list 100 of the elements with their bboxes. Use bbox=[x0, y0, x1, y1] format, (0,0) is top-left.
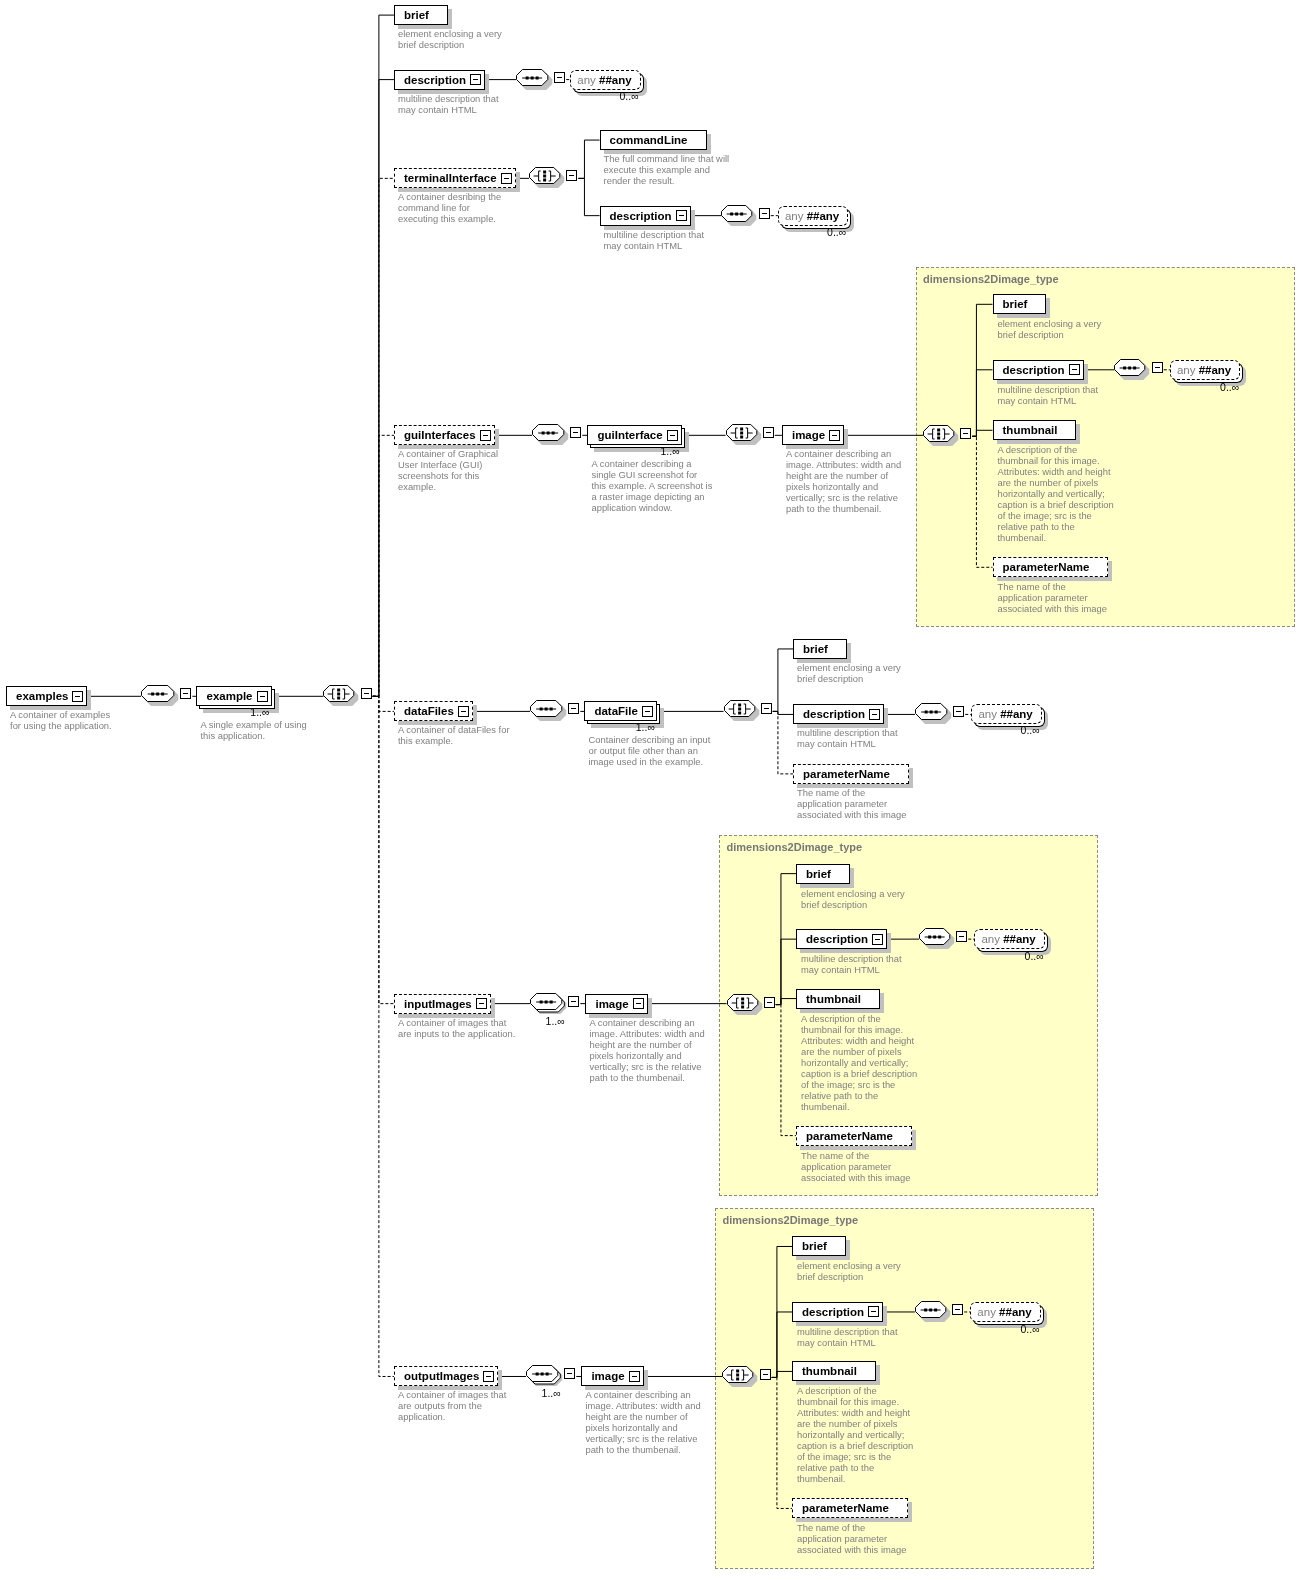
wildcard-text: any ##any bbox=[977, 1305, 1032, 1318]
sequence-compositor bbox=[141, 685, 193, 708]
description-text: A description of the thumbnail for this image. Attributes: width and height are the number of pixels horizontally and vertically; caption is a brief description of the image; src is the relative path to the thumbenail. bbox=[797, 1385, 915, 1485]
element-name: image bbox=[595, 997, 629, 1010]
connector-line bbox=[771, 1376, 793, 1509]
type-heading: dimensions2Dimage_type bbox=[726, 841, 863, 854]
connector-line bbox=[774, 434, 783, 436]
multiplicity-label: 1..∞ bbox=[541, 1388, 561, 1400]
description-text: element enclosing a very brief description bbox=[398, 28, 503, 51]
choice-compositor bbox=[923, 425, 973, 448]
description-text: The name of the application parameter associated with this image bbox=[797, 1522, 908, 1556]
description-text: multiline description that may contain HTML bbox=[797, 1325, 899, 1348]
sequence-compositor bbox=[532, 424, 583, 447]
connector-line bbox=[577, 177, 601, 217]
element-name: parameterName bbox=[1002, 561, 1090, 574]
element-name: dataFiles bbox=[404, 705, 454, 718]
connector-line bbox=[372, 695, 395, 1377]
description-text: A container describing an image. Attributes: width and height are the number of pixels horizontally and vertically; src is the relative path to the thumbenail. bbox=[585, 1389, 702, 1456]
element-name: description bbox=[802, 1305, 864, 1318]
description-text: element enclosing a very brief description bbox=[797, 1260, 902, 1283]
choice-compositor bbox=[726, 993, 776, 1016]
description-text: element enclosing a very brief description bbox=[801, 887, 906, 910]
description-text: A container describing an image. Attributes: width and height are the number of pixels horizontally and vertically; src is the relative path to the thumbenail. bbox=[785, 448, 903, 515]
element-name: guiInterface bbox=[597, 429, 663, 442]
wildcard-text: any ##any bbox=[981, 933, 1036, 946]
description-text: The full command line that will execute this example and render the result. bbox=[603, 153, 730, 187]
connector-line bbox=[579, 1003, 586, 1005]
choice-compositor bbox=[529, 167, 579, 190]
connector-line bbox=[967, 938, 975, 940]
connector-line bbox=[575, 1375, 582, 1377]
element-name: description bbox=[1002, 363, 1065, 376]
description-text: A container describing an image. Attributes: width and height are the number of pixels horizontally and vertically; src is the relative path to the thumbenail. bbox=[589, 1016, 706, 1083]
choice-compositor bbox=[722, 1366, 772, 1389]
element-name: thumbnail bbox=[806, 992, 861, 1005]
type-heading: dimensions2Dimage_type bbox=[922, 273, 1059, 286]
connector-line bbox=[770, 215, 779, 217]
description-text: A container desribing the command line for executing this example. bbox=[398, 191, 503, 225]
multiplicity-label: 0..∞ bbox=[1020, 1323, 1040, 1335]
connector-line bbox=[963, 1311, 971, 1313]
sequence-compositor bbox=[914, 1300, 965, 1323]
element-name: examples bbox=[16, 690, 69, 703]
element-name: commandLine bbox=[609, 134, 688, 147]
type-heading: dimensions2Dimage_type bbox=[722, 1214, 859, 1227]
element-name: description bbox=[404, 73, 466, 86]
element-name: description bbox=[806, 933, 868, 946]
connector-line bbox=[971, 435, 994, 568]
type-panel bbox=[715, 1208, 1095, 1569]
element-name: brief bbox=[802, 1240, 827, 1253]
element-name: image bbox=[591, 1370, 625, 1383]
element-node bbox=[781, 425, 845, 446]
connector-line bbox=[579, 710, 585, 712]
element-node bbox=[6, 686, 88, 707]
description-text: multiline description that may contain HTML bbox=[797, 727, 899, 750]
element-name: dataFile bbox=[594, 705, 638, 718]
description-text: A container of Graphical User Interface (GUI) screenshots for this example. bbox=[398, 448, 500, 493]
wildcard-text: any ##any bbox=[1176, 363, 1232, 376]
element-name: description bbox=[803, 708, 865, 721]
sequence-compositor bbox=[721, 204, 771, 227]
description-text: A description of the thumbnail for this image. Attributes: width and height are the number of pixels horizontally and vertically; caption is a brief description of the image; src is the relative path to the thumbenail. bbox=[801, 1012, 919, 1112]
element-name: parameterName bbox=[802, 1502, 889, 1515]
description-text: A container of images that are outputs from the application. bbox=[398, 1389, 508, 1423]
element-name: brief bbox=[1002, 298, 1028, 311]
element-name: parameterName bbox=[803, 767, 890, 780]
description-text: A container of images that are inputs to the application. bbox=[398, 1016, 516, 1039]
wildcard-text: any ##any bbox=[577, 73, 632, 86]
connector-line bbox=[191, 695, 197, 697]
wildcard-text: any ##any bbox=[978, 708, 1033, 721]
sequence-compositor bbox=[515, 68, 567, 91]
description-text: A container describing a single GUI screenshot for this example. A screenshot is a raster image depicting an application window. bbox=[591, 458, 714, 514]
connector-line bbox=[565, 79, 571, 81]
description-text: Container describing an input or output file other than an image used in the example. bbox=[588, 734, 711, 768]
element-name: image bbox=[791, 429, 826, 442]
optional-element-node bbox=[992, 557, 1109, 578]
wildcard-text: any ##any bbox=[784, 209, 840, 222]
choice-compositor bbox=[725, 424, 775, 447]
optional-element-node bbox=[394, 1366, 499, 1387]
element-name: thumbnail bbox=[1002, 424, 1058, 437]
element-name: parameterName bbox=[806, 1129, 893, 1142]
multiplicity-label: 1..∞ bbox=[545, 1015, 565, 1027]
description-text: A single example of using this application. bbox=[200, 719, 308, 742]
description-text: The name of the application parameter associated with this image bbox=[997, 581, 1108, 615]
description-text: multiline description that may contain HTML bbox=[801, 953, 903, 976]
sequence-compositor bbox=[530, 700, 581, 723]
connector-line bbox=[1163, 369, 1171, 371]
multiplicity-label: 0..∞ bbox=[1220, 381, 1240, 393]
element-name: terminalInterface bbox=[404, 172, 497, 185]
description-text: A container of examples for using the application. bbox=[10, 709, 113, 732]
description-text: multiline description that may contain HTML bbox=[398, 92, 500, 115]
multiplicity-label: 1..∞ bbox=[660, 446, 680, 458]
element-name: inputImages bbox=[404, 997, 472, 1010]
description-text: multiline description that may contain HTML bbox=[997, 383, 1100, 406]
element-name: example bbox=[206, 690, 253, 703]
element-name: brief bbox=[803, 642, 828, 655]
repeated-sequence-compositor bbox=[530, 992, 581, 1015]
connector-line bbox=[772, 710, 794, 775]
description-text: A container of dataFiles for this example. bbox=[398, 724, 510, 747]
element-name: outputImages bbox=[404, 1370, 480, 1383]
element-node bbox=[992, 294, 1047, 315]
description-text: The name of the application parameter associated with this image bbox=[797, 786, 908, 820]
element-name: brief bbox=[806, 867, 831, 880]
